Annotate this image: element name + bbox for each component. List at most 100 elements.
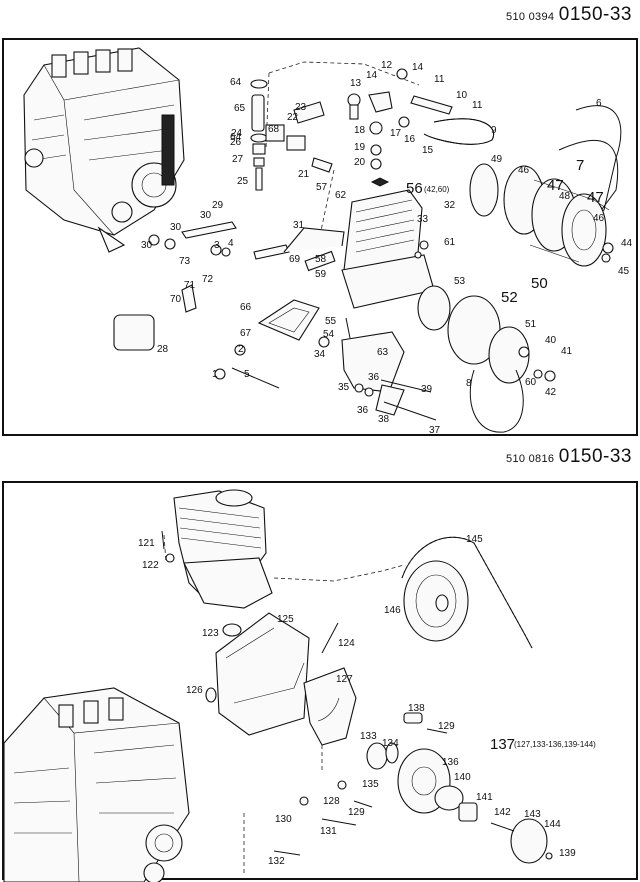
- top-callout-39: 36: [368, 372, 380, 383]
- top-callout-29: 28: [157, 344, 169, 355]
- bottom-callout-13: 133: [360, 731, 377, 742]
- top-callout-44: 40: [545, 335, 557, 346]
- top-callout-77: 70: [170, 294, 182, 305]
- compressor-drawing: [304, 177, 435, 309]
- top-callout-67: 61: [444, 237, 456, 248]
- top-callout-65: 59: [315, 269, 327, 280]
- top-callout-24: 23: [295, 102, 307, 113]
- bottom-diagram-header: 510 0816 0150-33: [506, 446, 632, 468]
- bottom-callout-3: 124: [338, 638, 355, 649]
- bottom-callout-5: 126: [186, 685, 203, 696]
- bottom-callout-11: 131: [320, 826, 337, 837]
- top-callout-71: 64: [230, 132, 242, 143]
- bottom-callout-22: 141: [476, 792, 493, 803]
- bottom-callout-21: 140: [454, 772, 471, 783]
- top-callout-46: 42: [545, 387, 557, 398]
- top-callout-42: 38: [378, 414, 390, 425]
- bottom-callout-0: 121: [138, 538, 155, 549]
- bottom-exploded-view: 1211221231241251261271281291291301311321…: [3, 489, 596, 882]
- top-callout-34: 31: [293, 220, 305, 231]
- top-callout-9: 10: [456, 90, 468, 101]
- bottom-callout-9: 129: [438, 721, 455, 732]
- top-callout-35: 32: [444, 200, 456, 211]
- bottom-callout-20: 139: [559, 848, 576, 859]
- top-callout-60: 55: [325, 316, 337, 327]
- top-callout-54: 49: [491, 154, 503, 165]
- top-callout-5: 6: [596, 98, 602, 109]
- bottom-callout-1: 122: [142, 560, 159, 571]
- top-callout-51: 47: [547, 177, 564, 194]
- top-callout-57: 52: [501, 289, 518, 306]
- fitting-column-left: [250, 79, 325, 191]
- top-callout-75: 68: [268, 124, 280, 135]
- top-callout-38: 35: [338, 382, 350, 393]
- top-callout-14: 14: [366, 70, 378, 81]
- lower-pulley-group: [417, 285, 530, 433]
- top-callout-74: 67: [240, 328, 252, 339]
- bottom-callout-12: 132: [268, 856, 285, 867]
- top-callout-56: 51: [525, 319, 537, 330]
- top-callout-73: 66: [240, 302, 252, 313]
- top-callout-30: 29: [212, 200, 224, 211]
- top-callout-0: 1: [212, 369, 218, 380]
- dashed-pipe-route-2: [265, 72, 345, 246]
- dashed-alignment-1: [273, 564, 405, 582]
- engine-block-drawing: [23, 47, 185, 253]
- bottom-callout-24: 143: [524, 809, 541, 820]
- dashed-pipe-route-1: [268, 61, 420, 86]
- top-callout-40: 36: [357, 405, 369, 416]
- top-callout-25: 24: [231, 128, 243, 139]
- top-callout-50: 46: [593, 213, 605, 224]
- bottom-callout-27: 146: [384, 605, 401, 616]
- top-callout-61: 56: [406, 180, 423, 197]
- top-callout-78: 71: [184, 280, 196, 291]
- top-callout-47: 44: [621, 238, 633, 249]
- top-callout-3: 4: [228, 238, 234, 249]
- top-callout-27: 26: [230, 137, 242, 148]
- top-callout-79: 72: [202, 274, 214, 285]
- top-header-number: 0150-33: [558, 4, 632, 25]
- bottom-callout-19: 138: [408, 703, 425, 714]
- bottom-callout-23: 142: [494, 807, 511, 818]
- top-callout-15: 14: [412, 62, 424, 73]
- bottom-header-number: 0150-33: [558, 446, 632, 467]
- top-callout-49: 46: [518, 165, 530, 176]
- top-callout-43: 39: [421, 384, 433, 395]
- top-callout-32: 30: [170, 222, 182, 233]
- top-callout-41: 37: [429, 425, 441, 436]
- top-callout-23: 22: [287, 112, 299, 123]
- bottom-callout-10: 130: [275, 814, 292, 825]
- top-callout-1: 2: [238, 344, 244, 355]
- top-callout-2: 3: [214, 240, 220, 251]
- top-callout-18: 17: [390, 128, 402, 139]
- top-callout-13: 13: [350, 78, 362, 89]
- top-callout-48: 45: [618, 266, 630, 277]
- top-callout-68: 62: [335, 190, 347, 201]
- fitting-cluster-right: [311, 68, 494, 173]
- top-callout-58: 53: [454, 276, 466, 287]
- bottom-callout-labels: 1211221231241251261271281291291301311321…: [138, 534, 596, 867]
- top-callout-4: 5: [244, 369, 250, 380]
- drive-belt-and-pulleys: [469, 105, 622, 267]
- mounting-bracket-and-bolts: [113, 221, 614, 421]
- bottom-callout-2: 123: [202, 628, 219, 639]
- top-callout-17: 16: [404, 134, 416, 145]
- top-callout-12: 12: [381, 60, 393, 71]
- top-callout-33: 30: [141, 240, 153, 251]
- top-callout-72: 65: [234, 103, 246, 114]
- top-callout-20: 19: [354, 142, 366, 153]
- top-callout-36: 33: [417, 214, 429, 225]
- top-callout-10: 11: [434, 74, 445, 85]
- bottom-callout-14: 134: [382, 738, 399, 749]
- top-callout-31: 30: [200, 210, 212, 221]
- top-callout-76: 69: [289, 254, 301, 265]
- bottom-callout-25: 144: [544, 819, 561, 830]
- engine-drawing-bottom: [3, 687, 190, 882]
- pulley-components-bottom: [273, 712, 553, 864]
- top-callout-11: 11: [472, 100, 483, 111]
- top-callout-66: 60: [525, 377, 537, 388]
- bottom-callout-7: 128: [323, 796, 340, 807]
